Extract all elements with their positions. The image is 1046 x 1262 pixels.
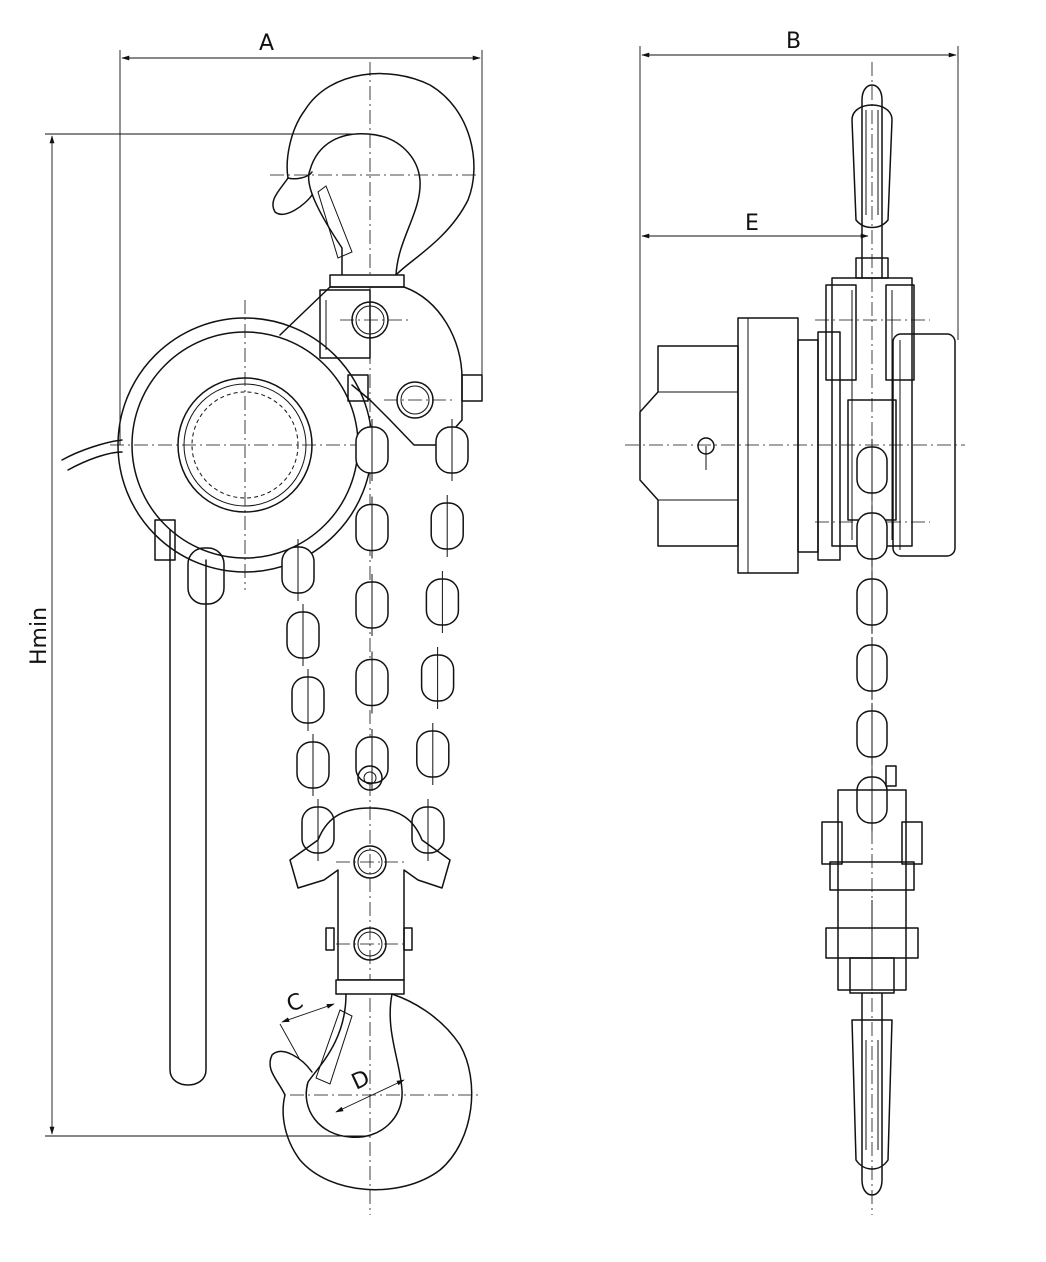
load-chains bbox=[281, 419, 469, 861]
front-view: A Hmin bbox=[27, 31, 483, 1215]
upper-pin-right bbox=[396, 381, 434, 419]
side-frame bbox=[825, 277, 915, 547]
chain-link bbox=[291, 669, 325, 731]
chain-link bbox=[856, 769, 888, 831]
label-b: B bbox=[786, 29, 801, 54]
brake-cover bbox=[892, 333, 956, 557]
label-a: A bbox=[259, 31, 274, 56]
dimension-hmin: Hmin bbox=[27, 133, 370, 1137]
lower-block bbox=[289, 765, 451, 995]
side-load-chain bbox=[856, 439, 888, 831]
chain-link bbox=[281, 539, 315, 601]
chain-link bbox=[856, 505, 888, 567]
chain-link bbox=[355, 419, 389, 481]
chain-link bbox=[856, 439, 888, 501]
label-hmin: Hmin bbox=[27, 607, 52, 665]
chain-link bbox=[416, 723, 450, 785]
hand-chain bbox=[154, 519, 225, 1086]
chain-link bbox=[355, 729, 389, 791]
chain-link bbox=[355, 496, 389, 559]
chain-link bbox=[435, 419, 469, 481]
chain-link bbox=[420, 647, 455, 709]
chain-link bbox=[355, 574, 389, 636]
side-view: B E bbox=[625, 29, 965, 1215]
side-hand-wheel bbox=[737, 317, 841, 574]
bottom-hook bbox=[269, 993, 473, 1191]
chain-link bbox=[411, 799, 445, 861]
chain-link bbox=[296, 734, 330, 796]
dimension-b: B bbox=[639, 29, 959, 448]
chain-link bbox=[856, 571, 888, 633]
top-hook bbox=[272, 72, 475, 288]
side-bottom-hook bbox=[851, 993, 893, 1196]
frame-plate bbox=[279, 286, 483, 446]
label-e: E bbox=[745, 211, 759, 236]
chain-link bbox=[856, 637, 888, 699]
chain-link bbox=[856, 703, 888, 765]
chain-link bbox=[355, 651, 389, 714]
gear-cover bbox=[639, 345, 739, 547]
dimension-e: E bbox=[641, 211, 869, 239]
upper-pin-left bbox=[351, 301, 389, 339]
chain-link bbox=[286, 604, 320, 666]
chain-link bbox=[425, 571, 460, 633]
side-lower-block bbox=[821, 765, 923, 994]
label-c: C bbox=[284, 989, 307, 1018]
side-top-hook bbox=[851, 84, 893, 279]
dimension-a: A bbox=[119, 31, 483, 445]
chain-link bbox=[301, 799, 335, 861]
chain-link bbox=[430, 495, 464, 557]
